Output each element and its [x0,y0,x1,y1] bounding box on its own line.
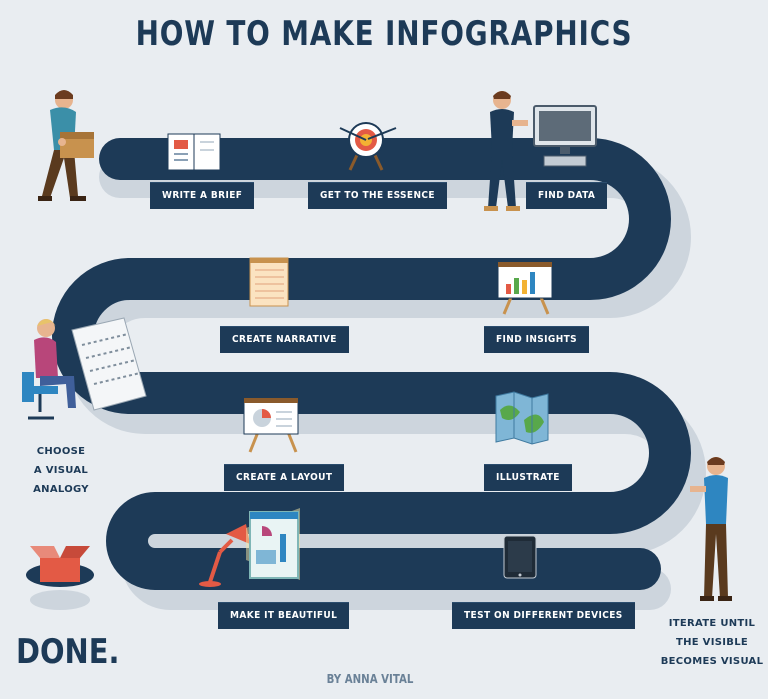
step-label-create-narrative: CREATE NARRATIVE [220,326,349,353]
side-note-iterate: ITERATE UNTIL THE VISIBLE BECOMES VISUAL [660,618,764,667]
step-label-write-a-brief: WRITE A BRIEF [150,182,255,209]
step-label-illustrate: ILLUSTRATE [484,464,572,491]
winding-road [52,138,691,590]
page-title: HOW TO MAKE INFOGRAPHICS [135,14,633,54]
credit-text: BY ANNA VITAL [326,672,414,686]
step-label-find-data: FIND DATA [526,182,608,209]
lamp-canvas-icon [199,508,300,587]
notebook-icon [167,133,221,171]
step-label-get-to-the-essence: GET TO THE ESSENCE [308,182,447,209]
step-label-test-on-different-devices: TEST ON DIFFERENT DEVICES [452,602,635,629]
target-icon [339,122,397,171]
thinking-person-icon [690,457,732,601]
standing-person-icon [484,91,528,211]
side-note-choose-analogy: CHOOSE A VISUAL ANALOGY [33,446,89,495]
step-label-make-it-beautiful: MAKE IT BEAUTIFUL [218,602,350,629]
analogy-sheet-icon [71,317,147,411]
seated-person-icon [22,319,76,420]
open-box-icon [26,546,94,610]
step-label-find-insights: FIND INSIGHTS [484,326,590,353]
notepad-icon [249,257,289,307]
map-icon [495,391,549,445]
computer-icon [533,105,597,167]
layout-easel-icon [243,397,299,453]
person-carrying-box-icon [38,90,94,201]
step-label-create-a-layout: CREATE A LAYOUT [224,464,345,491]
done-text: DONE. [16,632,120,672]
tablet-icon [503,535,537,579]
chart-easel-icon [497,261,553,315]
